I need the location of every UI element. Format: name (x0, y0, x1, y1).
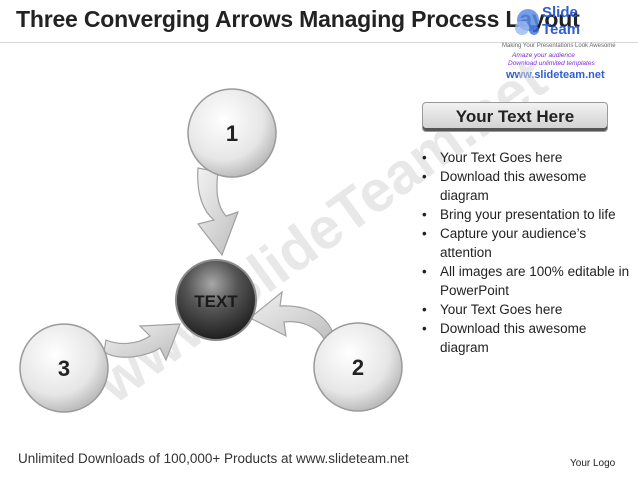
node-2: 2 (313, 322, 403, 412)
bullet-item: Your Text Goes here (422, 148, 632, 167)
logo-name-bottom: Team (542, 21, 580, 38)
node-3-circle (19, 323, 109, 413)
bullet-item: Download this awesome diagram (422, 167, 632, 205)
bullet-item: Your Text Goes here (422, 300, 632, 319)
node-1-circle (187, 88, 277, 178)
bullet-item: Download this awesome diagram (422, 319, 632, 357)
bullet-list: Your Text Goes here Download this awesom… (422, 148, 632, 357)
bullet-item: Bring your presentation to life (422, 205, 632, 224)
logo-tagline: Making Your Presentations Look Awesome (502, 43, 616, 49)
logo-name-top: Slide (542, 4, 578, 21)
logo-graphic: Slide Team (515, 4, 580, 38)
node-2-circle (313, 322, 403, 412)
footer-promo: Unlimited Downloads of 100,000+ Products… (18, 451, 409, 466)
node-1-label: 1 (226, 121, 238, 146)
center-node: TEXT (175, 259, 257, 341)
center-label: TEXT (194, 292, 238, 311)
node-1: 1 (187, 88, 277, 178)
logo-promo-line2: Download unlimited templates (508, 60, 595, 67)
node-3-label: 3 (58, 356, 70, 381)
page-title: Three Converging Arrows Managing Process… (16, 6, 580, 32)
logo-url[interactable]: www.slideteam.net (506, 69, 605, 81)
title-divider (0, 42, 638, 43)
your-logo-placeholder: Your Logo (570, 458, 616, 469)
arrow-3-to-center (103, 323, 181, 362)
logo-promo-line1: Amaze your audience (512, 52, 575, 59)
node-3: 3 (19, 323, 109, 413)
bullet-item: Capture your audience’s attention (422, 224, 632, 262)
node-2-label: 2 (352, 355, 364, 380)
arrow-1-to-center (196, 167, 239, 257)
bullet-item: All images are 100% editable in PowerPoi… (422, 262, 632, 300)
text-panel-header-label: Your Text Here (455, 107, 575, 126)
text-panel-header: Your Text Here (422, 102, 608, 132)
center-circle (175, 259, 257, 341)
